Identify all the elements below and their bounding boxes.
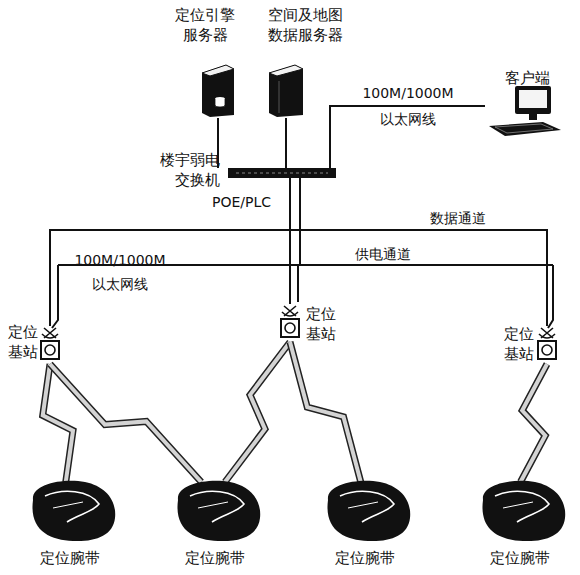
channel-label: POE/PLC [212,192,271,212]
wireless-link [50,364,201,482]
base-station-symbol [40,326,60,360]
wireless-link [290,342,361,482]
bolt-outline [50,364,201,482]
node-label: 定位 基站 [0,322,38,362]
wristband: 定位腕带 [465,478,575,573]
cable-line [50,178,290,326]
bolt-outline [225,342,290,482]
ethernet-cable [290,178,547,326]
bolt-fill [521,364,548,482]
ethernet-cable [286,118,287,168]
node-label: 楼宇弱电 交换机 [140,150,220,190]
node-label: 定位腕带 [465,548,575,568]
power-drop [548,265,553,328]
power-trunk [299,178,301,265]
base-station: 定位 基站 [272,300,362,345]
client-symbol [485,86,565,141]
bolt-fill [290,342,361,482]
wristband-symbol [473,478,568,543]
bolt-outline [290,342,361,482]
cable-label: 100M/1000M 以太网线 [356,80,460,132]
wristband-symbol [318,478,413,543]
switch-symbol [228,168,336,178]
base-station: 定位 基站 [480,320,565,365]
node-label: 定位 基站 [494,324,534,364]
bolt-outline [521,364,548,482]
wireless-link [225,342,290,482]
node-label: 空间及地图 数据服务器 [255,5,355,45]
wristband-symbol [23,478,118,543]
bolt-fill [225,342,290,482]
node-label: 定位腕带 [15,548,125,568]
node-label: 定位引擎 服务器 [160,5,250,45]
server-icon: 空间及地图 数据服务器 [255,5,355,120]
node-label: 定位腕带 [310,548,420,568]
channel-label: 数据通道 [430,208,486,228]
node-label: 定位腕带 [160,548,270,568]
wristband: 定位腕带 [310,478,420,573]
wristband: 定位腕带 [15,478,125,573]
switch-box: 楼宇弱电 交换机 [140,150,340,190]
ethernet-cable [50,178,290,326]
cable-line [290,178,547,326]
base-station-symbol [537,326,557,360]
power-channel [52,178,553,328]
wristband: 定位腕带 [160,478,270,573]
node-label: 客户端 [505,68,565,88]
client-icon: 客户端 [470,68,570,143]
server1-symbol [267,63,305,118]
wireless-link [521,364,548,482]
cable-line [285,118,287,168]
base-station: 定位 基站 [0,320,70,365]
cable-label: 100M/1000M 以太网线 [68,248,172,296]
server0-symbol [200,63,236,118]
power-drop [52,265,58,328]
power-drop [297,265,299,302]
channel-label: 供电通道 [355,244,411,264]
wristband-symbol [168,478,263,543]
server-icon: 定位引擎 服务器 [160,5,250,120]
node-label: 定位 基站 [306,304,346,344]
base-station-symbol [280,304,300,338]
bolt-fill [50,364,201,482]
